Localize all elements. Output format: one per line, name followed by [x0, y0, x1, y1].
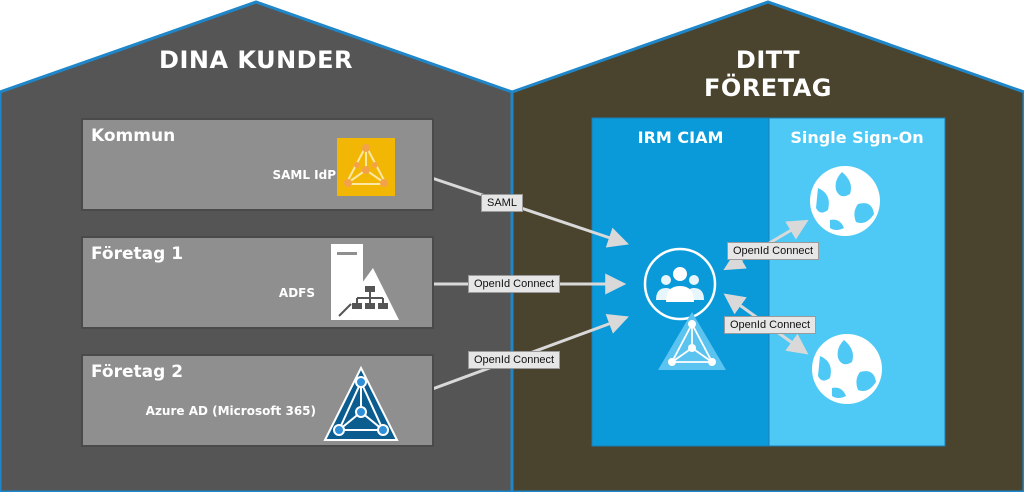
- customer-title: Kommun: [91, 126, 176, 146]
- web-app-globe-icon: [810, 332, 884, 406]
- customer-title: Företag 1: [91, 244, 184, 264]
- oidc-adfs-protocol-label: OpenId Connect: [468, 275, 561, 293]
- sso-title: Single Sign-On: [790, 128, 924, 147]
- azure-ad-icon: [323, 365, 399, 444]
- ciam-users-icon: [642, 246, 718, 322]
- ciam-directory-icon: [656, 310, 728, 372]
- saml-idp-icon: [337, 138, 395, 196]
- customer-card-kommun: Kommun SAML IdP: [81, 118, 434, 211]
- left-house-title: DINA KUNDER: [159, 46, 353, 74]
- web-app-globe-icon: [808, 164, 882, 238]
- oidc-azure-protocol-label: OpenId Connect: [468, 351, 561, 369]
- idp-label: Azure AD (Microsoft 365): [145, 404, 316, 418]
- oidc-sso-bottom-protocol-label: OpenId Connect: [724, 316, 817, 334]
- idp-label: ADFS: [278, 286, 315, 300]
- right-house-title: DITT FÖRETAG: [704, 46, 832, 102]
- adfs-server-icon: [329, 242, 401, 324]
- customer-card-foretag-2: Företag 2 Azure AD (Microsoft 365): [81, 354, 434, 447]
- idp-label: SAML IdP: [272, 168, 336, 182]
- customer-card-foretag-1: Företag 1 ADFS: [81, 236, 434, 329]
- customer-title: Företag 2: [91, 362, 184, 382]
- oidc-sso-top-protocol-label: OpenId Connect: [727, 242, 820, 260]
- irm-ciam-title: IRM CIAM: [637, 128, 724, 147]
- saml-protocol-label: SAML: [481, 194, 523, 212]
